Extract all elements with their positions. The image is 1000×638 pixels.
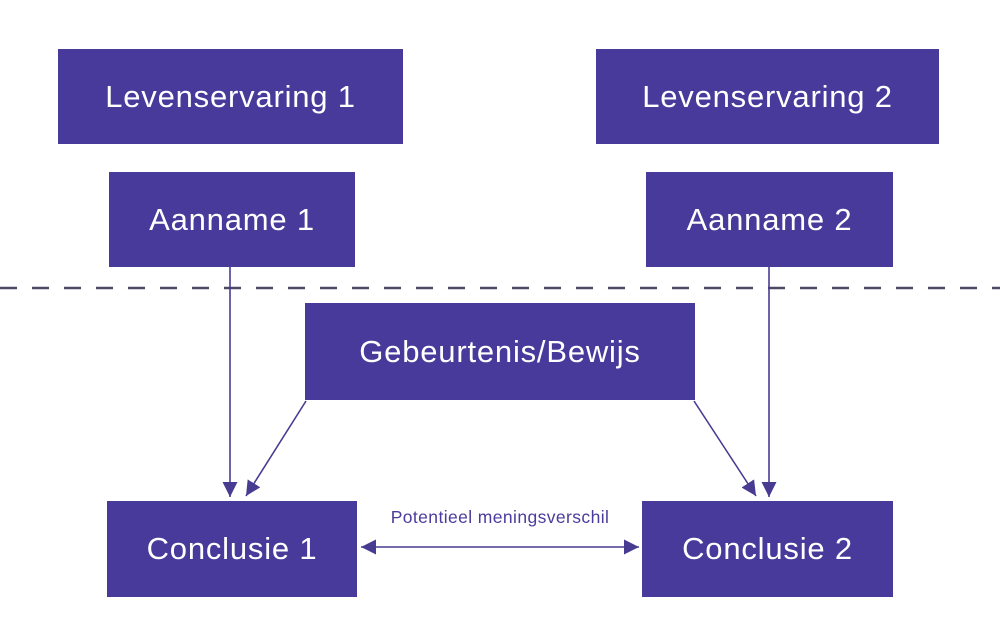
arrow-gebeurtenis-to-conclusie2	[693, 400, 757, 497]
node-aanname-1: Aanname 1	[109, 172, 355, 267]
node-conclusie-1-label: Conclusie 1	[146, 531, 318, 566]
node-conclusie-1: Conclusie 1	[107, 501, 357, 597]
node-conclusie-2-label: Conclusie 2	[682, 531, 853, 566]
node-aanname-2-label: Aanname 2	[686, 201, 853, 237]
node-levenservaring-2: Levenservaring 2	[596, 49, 939, 144]
node-aanname-1-label: Aanname 1	[149, 201, 315, 237]
node-conclusie-2: Conclusie 2	[642, 501, 893, 597]
node-levenservaring-1-label: Levenservaring 1	[105, 78, 356, 114]
node-levenservaring-2-label: Levenservaring 2	[642, 78, 893, 114]
disagreement-edge-label: Potentieel meningsverschil	[390, 507, 610, 527]
node-levenservaring-1: Levenservaring 1	[58, 49, 403, 144]
node-gebeurtenis-bewijs: Gebeurtenis/Bewijs	[305, 303, 695, 400]
node-gebeurtenis-bewijs-label: Gebeurtenis/Bewijs	[359, 333, 641, 369]
node-aanname-2: Aanname 2	[646, 172, 893, 267]
arrow-gebeurtenis-to-conclusie1	[245, 400, 307, 497]
